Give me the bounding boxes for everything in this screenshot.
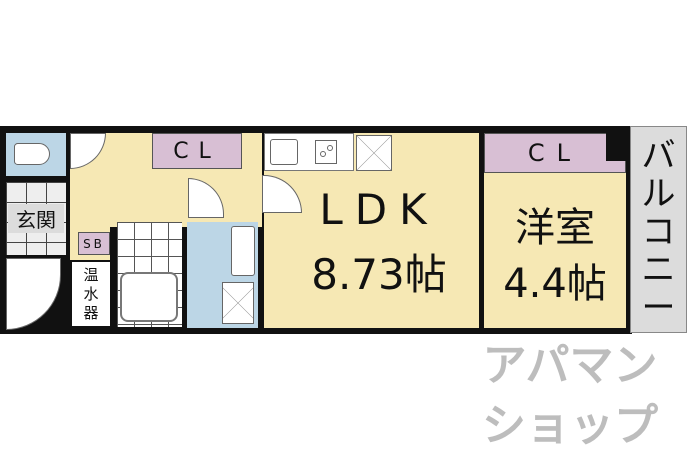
fridge-space [356,135,392,171]
closet-western: CL [484,133,626,173]
shoe-box: SB [78,232,110,255]
watermark-line: アパマン [482,340,658,391]
bathroom [117,222,182,327]
balcony-label: ル [641,174,676,214]
entrance: 玄関 [6,182,66,255]
entrance-label: 玄関 [8,204,64,233]
balcony-label: ー [641,288,676,328]
closet-western-pillar [606,133,626,161]
balcony-label: ニ [641,250,676,290]
western-room-label: 洋室 [515,205,595,251]
closet-hall-label: CL [173,138,221,164]
balcony-label: コ [641,212,676,252]
water-heater-label: 温 [83,265,99,284]
washroom [187,222,258,328]
bathtub-icon [120,272,178,322]
washing-machine-space [222,282,254,324]
ldk: LDK 8.73帖 [262,133,479,328]
closet-hall: CL [152,133,242,169]
western-room: CL 洋室 4.4帖 [484,133,626,328]
water-heater: 温 水 器 [72,262,110,326]
water-heater-label: 水 [83,284,99,303]
kitchen-counter [264,133,354,171]
ldk-door[interactable] [262,175,302,213]
stove-icon [315,140,337,164]
western-room-size: 4.4帖 [503,261,607,307]
balcony-label: バ [641,136,676,176]
ldk-size: 8.73帖 [311,250,447,299]
balcony: バ ル コ ニ ー [630,126,687,333]
sb-label: SB [83,236,105,251]
kitchen-sink-icon [270,139,298,165]
toilet-icon [14,143,50,165]
sink-icon [231,226,255,276]
watermark: アパマン ショップ [455,336,685,456]
ldk-label: LDK [319,185,439,234]
watermark-line: ショップ [482,400,658,451]
closet-western-label: CL [527,139,583,167]
toilet [6,133,66,176]
water-heater-label: 器 [83,303,99,322]
